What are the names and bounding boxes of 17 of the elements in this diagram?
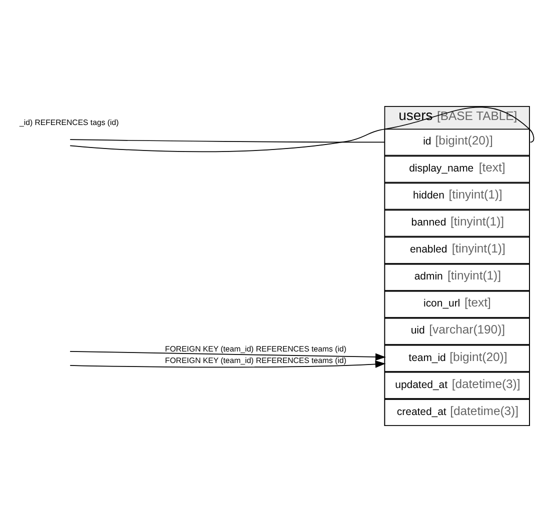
- node-box: created_at [datetime(3)]: [384, 398, 530, 426]
- node-box: banned [tinyint(1)]: [384, 210, 530, 237]
- node-box: hidden [tinyint(1)]: [384, 182, 530, 210]
- connector: [70, 139, 386, 143]
- node-box: display_name [text]: [384, 156, 530, 183]
- edge-label: FOREIGN KEY (team_id) REFERENCES teams (id): [165, 344, 346, 354]
- node-box: uid [varchar(190)]: [384, 318, 530, 345]
- arrow: [70, 360, 386, 368]
- node-box: icon_url [text]: [384, 290, 530, 318]
- node-box: team_id [bigint(20)]: [384, 344, 530, 372]
- node-box: id [bigint(20)]: [384, 128, 530, 156]
- node-box: updated_at [datetime(3)]: [384, 372, 530, 399]
- label: _id) REFERENCES tags (id): [20, 118, 119, 127]
- node-box: admin [tinyint(1)]: [384, 264, 530, 291]
- node-box: enabled [tinyint(1)]: [384, 236, 530, 264]
- arrow: [70, 351, 386, 361]
- edge-label: FOREIGN KEY (team_id) REFERENCES teams (id): [165, 356, 346, 365]
